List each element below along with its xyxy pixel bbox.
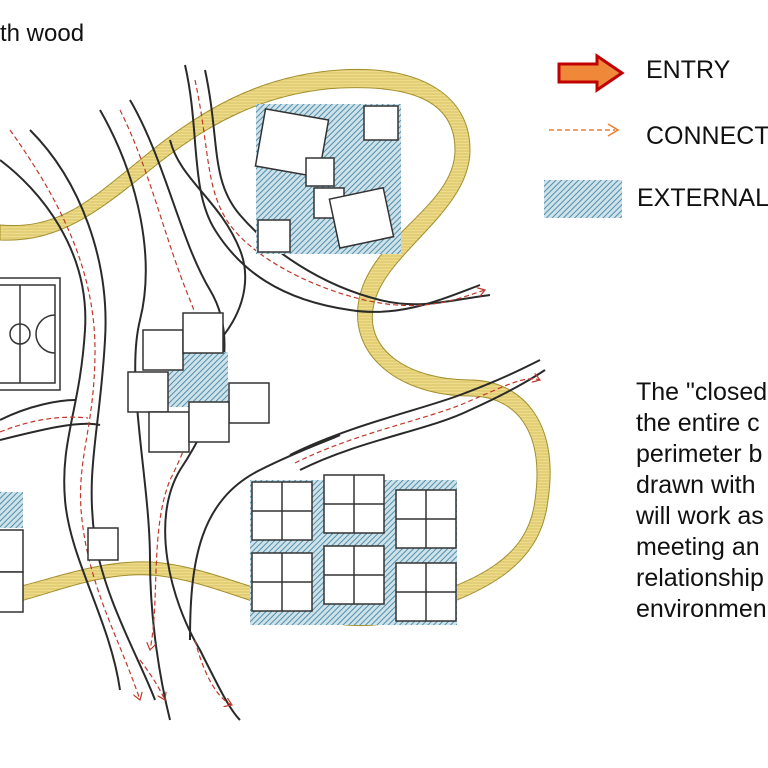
building-cluster-north (254, 104, 401, 254)
legend-connection-label: CONNECTI (646, 122, 768, 150)
description-line: perimeter b (636, 440, 763, 468)
description-line: meeting an (636, 533, 760, 561)
description-line: relationship (636, 564, 764, 592)
entry-arrow-icon (557, 53, 625, 93)
building-cluster-west (0, 492, 24, 613)
connection-routes (0, 79, 540, 705)
legend-external-space-label: EXTERNAL S (637, 184, 768, 212)
sports-court (0, 277, 61, 391)
circulation-paths (0, 64, 546, 721)
building-cluster-south (250, 474, 457, 625)
description-text: The "closed the entire c perimeter b dra… (636, 377, 768, 625)
legend-entry-label: ENTRY (646, 56, 731, 84)
wood-perimeter-band (0, 68, 551, 627)
external-space-hatch-icon (544, 180, 622, 218)
description-line: The "closed (636, 378, 768, 406)
description-line: the entire c (636, 409, 760, 437)
connection-dashed-arrow-icon (549, 123, 620, 137)
building-cluster-center (87, 312, 270, 561)
description-line: will work as (636, 502, 764, 530)
description-line: drawn with (636, 471, 756, 499)
description-line: environmen (636, 595, 767, 623)
diagram-title: th wood (0, 20, 85, 47)
